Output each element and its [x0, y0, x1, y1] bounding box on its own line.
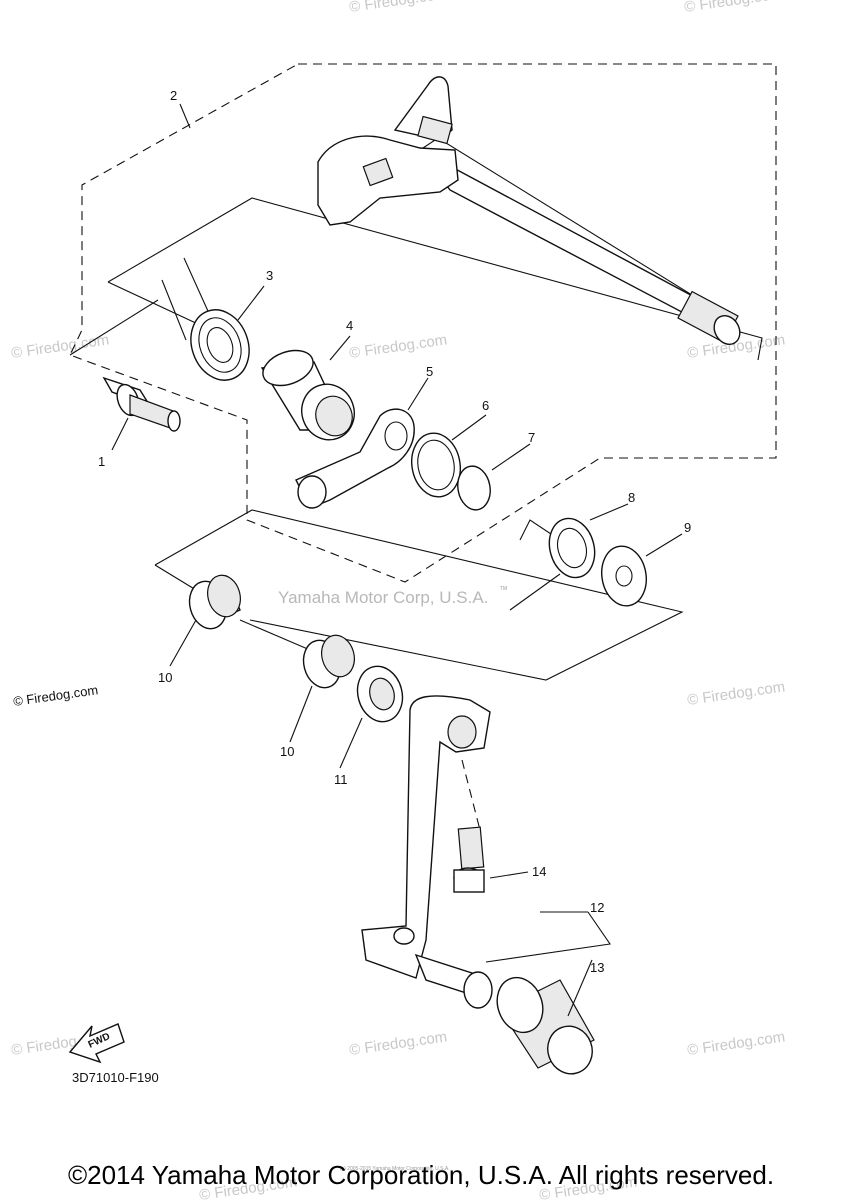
washer-9-inner	[615, 565, 633, 587]
shift-pedal	[361, 695, 493, 1009]
copyright-footer: ©2014 Yamaha Motor Corporation, U.S.A. A…	[67, 1160, 775, 1190]
lower-outline-left	[154, 564, 197, 591]
callout-9: 9	[684, 520, 691, 535]
washer-9	[601, 545, 647, 607]
lower-outline	[154, 509, 684, 681]
callout-11: 11	[334, 772, 348, 787]
watermark: © Firedog.com	[686, 678, 786, 709]
watermark: © Firedog.com	[10, 331, 110, 362]
needle-bearing-lower	[302, 634, 355, 689]
watermark: © Firedog.com	[348, 0, 448, 16]
callout-3: 3	[266, 268, 273, 283]
callout-1: 1	[98, 454, 105, 469]
callout-4: 4	[346, 318, 353, 333]
callout-12: 12	[590, 900, 604, 915]
assembly-outline-dashed	[69, 63, 777, 583]
watermark: © Firedog.com	[348, 331, 448, 362]
fwd-arrow: FWD	[68, 1023, 125, 1064]
callout-14: 14	[532, 864, 546, 879]
circlip	[457, 465, 491, 511]
callouts: 2 3 4 5 6 7 8 9 1 10 10 11 12 13 14	[98, 88, 691, 975]
callout-10-upper: 10	[158, 670, 172, 685]
shift-shaft	[317, 76, 741, 346]
washer-6-inner	[417, 439, 455, 491]
watermark: © Firedog.com	[686, 1028, 786, 1059]
return-spring	[509, 517, 596, 611]
callout-7: 7	[528, 430, 535, 445]
callout-5: 5	[426, 364, 433, 379]
oil-seal-inner	[369, 677, 395, 711]
axis-line	[239, 619, 311, 651]
watermark: © Firedog.com	[683, 0, 783, 16]
callout-2: 2	[170, 88, 177, 103]
trademark-mark: TM	[500, 586, 507, 592]
callout-10-lower: 10	[280, 744, 294, 759]
pinch-bolt	[453, 826, 485, 893]
lever-plate	[295, 408, 415, 509]
reference-code: 3D71010-F190	[72, 1070, 159, 1085]
subgroup-outline-line1	[69, 299, 159, 356]
callout-8: 8	[628, 490, 635, 505]
pedal-rubber	[496, 976, 595, 1075]
watermark-yamaha: Yamaha Motor Corp, U.S.A.	[278, 588, 488, 607]
watermark-firedog-left: © Firedog.com	[12, 682, 99, 709]
bolt-axis	[461, 759, 481, 831]
collar	[260, 349, 355, 441]
watermark: © Firedog.com	[348, 1028, 448, 1059]
needle-bearing-upper	[188, 574, 241, 630]
subgroup-outline	[107, 197, 763, 361]
torsion-spring	[161, 257, 250, 381]
stud-bolt	[102, 376, 181, 432]
callout-6: 6	[482, 398, 489, 413]
fine-print: (c) 2005-2015 Yamaha Motor Corporation, …	[340, 1166, 450, 1172]
leader-lines	[111, 103, 683, 1017]
callout-13: 13	[590, 960, 604, 975]
